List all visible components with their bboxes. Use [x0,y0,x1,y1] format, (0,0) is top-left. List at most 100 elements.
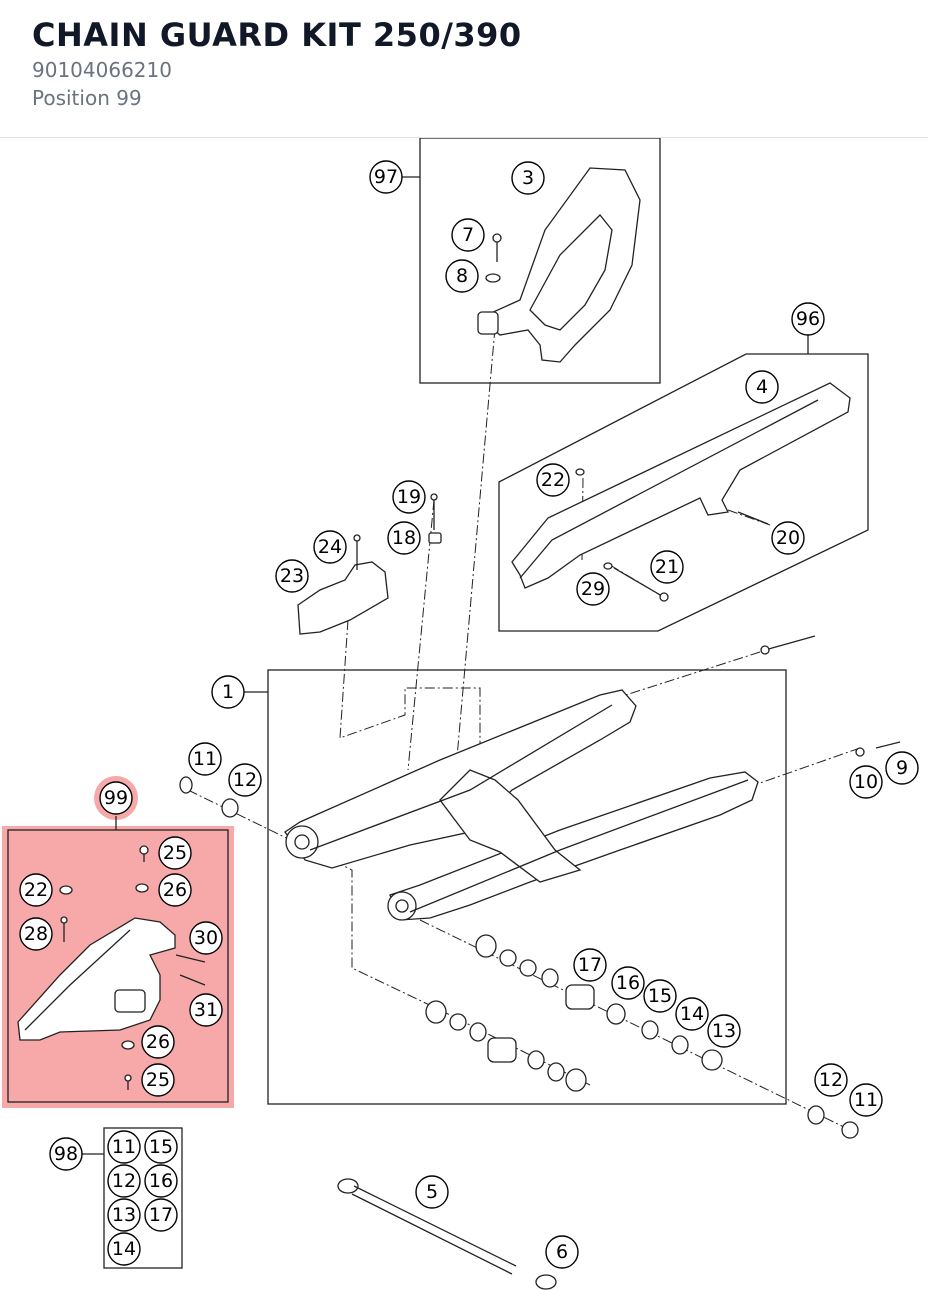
svg-text:3: 3 [522,167,534,189]
callout-12-upper[interactable]: 12 [228,763,262,797]
callout-12-lower[interactable]: 12 [814,1063,848,1097]
callout-4[interactable]: 4 [745,370,779,404]
svg-text:18: 18 [392,527,416,549]
callout-98-12[interactable]: 12 [107,1164,141,1198]
svg-text:97: 97 [374,166,398,188]
part-1-swingarm [284,689,759,921]
callout-1[interactable]: 1 [211,675,245,709]
callout-7[interactable]: 7 [451,218,485,252]
svg-text:19: 19 [397,486,421,508]
part-3-chain-guard-upper [477,167,641,363]
svg-text:11: 11 [854,1089,878,1111]
part-number: 90104066210 [32,58,172,82]
callout-19[interactable]: 19 [392,480,426,514]
part-4-chain-guard [511,382,851,602]
svg-text:15: 15 [648,985,672,1007]
callout-29[interactable]: 29 [576,572,610,606]
svg-text:30: 30 [194,927,218,949]
svg-text:22: 22 [541,469,565,491]
callout-9[interactable]: 9 [885,751,919,785]
group-97-frame [419,138,661,384]
callout-98-17[interactable]: 17 [144,1198,178,1232]
svg-text:12: 12 [233,769,257,791]
callout-8[interactable]: 8 [445,259,479,293]
svg-text:26: 26 [146,1031,170,1053]
callout-25-bottom[interactable]: 25 [141,1063,175,1097]
svg-text:11: 11 [193,748,217,770]
callout-25-top[interactable]: 25 [158,836,192,870]
callout-98-16[interactable]: 16 [144,1164,178,1198]
part-99-chain-guard-kit [17,845,206,1090]
svg-text:14: 14 [112,1238,136,1260]
group-99-frame [7,829,229,1103]
callout-31[interactable]: 31 [189,993,223,1027]
svg-text:23: 23 [280,565,304,587]
group-96-frame [498,353,869,632]
callout-15[interactable]: 15 [643,979,677,1013]
svg-text:12: 12 [112,1170,136,1192]
position-label: Position 99 [32,86,142,110]
svg-text:98: 98 [54,1143,78,1165]
callout-23[interactable]: 23 [275,559,309,593]
callout-21[interactable]: 21 [650,550,684,584]
callout-11-upper[interactable]: 11 [188,742,222,776]
bearing-stack [179,776,859,1139]
svg-text:6: 6 [556,1241,568,1263]
svg-text:16: 16 [616,972,640,994]
svg-text:22: 22 [24,879,48,901]
svg-text:25: 25 [146,1069,170,1091]
callout-11-lower[interactable]: 11 [849,1083,883,1117]
frame-leaders [82,176,809,1155]
callouts: 97 3 7 8 96 4 22 20 21 29 19 18 24 23 1 … [19,160,919,1269]
callout-6[interactable]: 6 [545,1235,579,1269]
callout-22-kit[interactable]: 22 [19,873,53,907]
callout-24[interactable]: 24 [313,530,347,564]
part-5-axle [337,1178,517,1275]
svg-text:20: 20 [776,527,800,549]
callout-30[interactable]: 30 [189,921,223,955]
callout-98-11[interactable]: 11 [107,1130,141,1164]
callout-22[interactable]: 22 [536,463,570,497]
callout-13[interactable]: 13 [707,1014,741,1048]
callout-98-15[interactable]: 15 [144,1130,178,1164]
callout-26-bottom[interactable]: 26 [141,1025,175,1059]
group-1-frame [267,669,787,1105]
callout-5[interactable]: 5 [415,1175,449,1209]
svg-text:9: 9 [896,757,908,779]
svg-text:14: 14 [680,1003,704,1025]
svg-text:17: 17 [149,1204,173,1226]
svg-text:4: 4 [756,376,768,398]
callout-28[interactable]: 28 [19,917,53,951]
svg-text:16: 16 [149,1170,173,1192]
callout-3[interactable]: 3 [511,161,545,195]
callout-98-14[interactable]: 14 [107,1232,141,1266]
parts-9-10-bolt [760,635,901,757]
callout-17[interactable]: 17 [573,948,607,982]
callout-97[interactable]: 97 [369,160,403,194]
callout-14[interactable]: 14 [675,997,709,1031]
parts-18-19-screw-nut [428,493,442,544]
svg-text:11: 11 [112,1136,136,1158]
part-23-chain-slider [297,534,389,635]
exploded-parts-diagram: 97 3 7 8 96 4 22 20 21 29 19 18 24 23 1 … [2,138,919,1290]
callout-18[interactable]: 18 [387,521,421,555]
parts-7-8-screw-washer [485,233,502,283]
part-6-nut [535,1274,557,1290]
svg-text:21: 21 [655,556,679,578]
callout-26-top[interactable]: 26 [158,873,192,907]
callout-96[interactable]: 96 [791,302,825,336]
callout-98-13[interactable]: 13 [107,1198,141,1232]
svg-text:99: 99 [104,787,128,809]
callout-10[interactable]: 10 [849,765,883,799]
svg-text:29: 29 [581,578,605,600]
svg-text:13: 13 [112,1204,136,1226]
page-title: CHAIN GUARD KIT 250/390 [32,16,522,54]
callout-98[interactable]: 98 [49,1137,83,1171]
callout-16[interactable]: 16 [611,966,645,1000]
svg-text:26: 26 [163,879,187,901]
svg-text:24: 24 [318,536,342,558]
svg-text:25: 25 [163,842,187,864]
callout-99[interactable]: 99 [99,781,133,815]
svg-text:8: 8 [456,265,468,287]
callout-20[interactable]: 20 [771,521,805,555]
